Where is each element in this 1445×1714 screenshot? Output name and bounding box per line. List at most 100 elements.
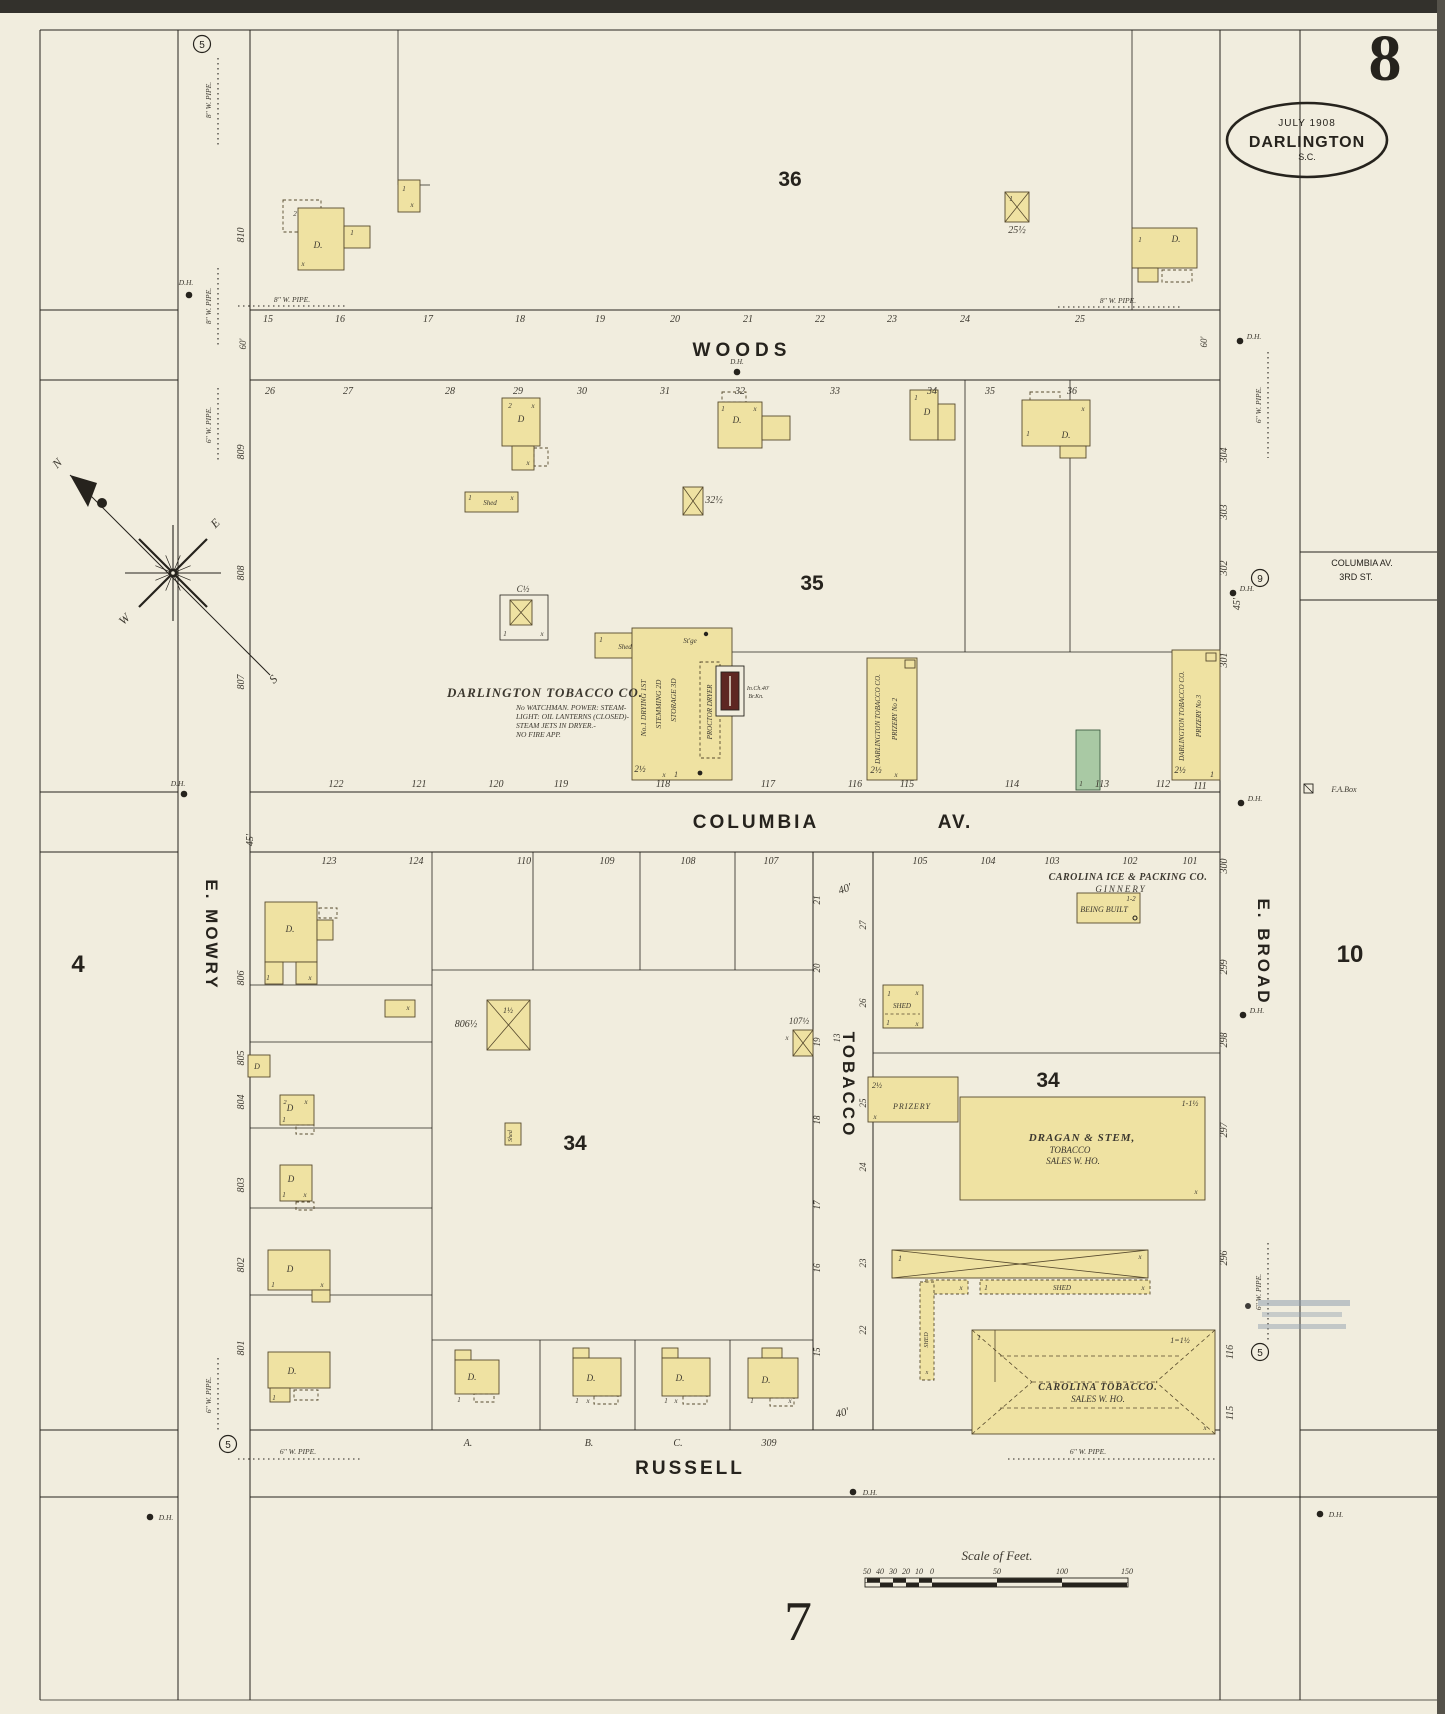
shed-label: Shed (483, 499, 497, 507)
shed (882, 984, 924, 1029)
dwelling (267, 1249, 331, 1291)
dwelling-wing (269, 1387, 291, 1403)
shingle-mark: x (872, 1113, 877, 1121)
house-number: 808 (236, 566, 247, 581)
house-number: 810 (236, 228, 247, 243)
dwelling-wing (454, 1349, 472, 1361)
story-mark: 2 (508, 402, 512, 410)
dryer-label: PROCTOR DRYER (706, 684, 714, 740)
prizery-no2 (866, 657, 918, 781)
shingle-mark: x (300, 260, 305, 268)
lot-number: 26 (858, 998, 868, 1008)
story-mark: 1 (1210, 770, 1214, 779)
shingle-mark: x (1140, 1284, 1145, 1292)
house-number: 120 (489, 779, 504, 790)
scale-tick-label: 50 (993, 1567, 1001, 1576)
porch-outline (318, 907, 338, 919)
business-name: PRIZERY No 3 (1195, 694, 1203, 738)
house-number: 122 (329, 779, 344, 790)
roof-hip-line (1155, 1329, 1216, 1383)
business-name: CAROLINA TOBACCO. (1038, 1382, 1158, 1393)
story-mark: 1 (350, 229, 354, 237)
dwelling (661, 1357, 711, 1397)
block-number-35: 35 (800, 572, 824, 595)
shed-label: SHED (924, 1332, 930, 1348)
chimney-dot (703, 631, 709, 637)
dwelling (1131, 227, 1198, 269)
shingle-mark: x (530, 402, 535, 410)
lot-number: 16 (812, 1263, 822, 1273)
story-mark: 1 (503, 630, 507, 638)
porch-outline (1161, 269, 1193, 283)
lot-number: 22 (815, 314, 825, 325)
stamp-smudge (1258, 1324, 1346, 1329)
story-mark: 1 (674, 770, 678, 779)
building-status: BEING BUILT (1080, 905, 1128, 914)
house-number: 117 (761, 779, 776, 790)
scale-tick-label: 150 (1121, 1567, 1133, 1576)
shingle-mark: x (409, 201, 414, 209)
shingle-mark: x (585, 1397, 590, 1405)
house-number: 114 (1005, 779, 1019, 790)
scale-tick-label: 10 (915, 1567, 923, 1576)
hydrant-label: D.H. (1249, 1006, 1265, 1015)
story-mark: 1 (272, 1394, 276, 1402)
block-number-7: 7 (784, 1591, 812, 1653)
shingle-mark: x (303, 1098, 308, 1106)
dwelling (747, 1357, 799, 1399)
story-mark: 1 (898, 1254, 902, 1263)
house-number: 115 (1225, 1406, 1236, 1420)
shingle-mark: x (925, 1370, 929, 1376)
house-number: 299 (1219, 960, 1230, 975)
business-name: PRIZERY No 2 (891, 697, 899, 741)
shed-label: SHED (893, 1002, 911, 1010)
dwelling (572, 1357, 622, 1397)
dwelling (501, 397, 541, 447)
hydrant-label: D.H. (729, 358, 744, 366)
lot-number: 23 (858, 1258, 868, 1268)
dwelling (454, 1359, 500, 1395)
fire-alarm-box-label: F.A.Box (1330, 785, 1357, 794)
chute-note: In.Ch.40' (746, 685, 770, 692)
shingle-mark: x (784, 1034, 789, 1042)
scale-tick-label: 20 (902, 1567, 910, 1576)
house-number: 121 (412, 779, 427, 790)
street-marker-circle (1250, 568, 1270, 588)
street-marker-circle (218, 1434, 238, 1454)
factory-floor-label: No.1 DRYING 1ST (639, 679, 648, 738)
stamp-date: JULY 1908 (1278, 118, 1336, 129)
story-mark: 1 (402, 185, 406, 193)
house-number: 115 (900, 779, 914, 790)
dwelling-mark: D. (1061, 430, 1071, 440)
story-mark: 1 (1009, 195, 1013, 203)
dwelling-mark: D (286, 1103, 294, 1113)
lot-outline (499, 594, 549, 641)
water-pipe-label: 6" W. PIPE. (204, 1377, 213, 1413)
dwelling-mark: D (923, 407, 931, 417)
street-label-3rd-st: 3RD ST. (1339, 572, 1373, 582)
crossed-warehouse (891, 1249, 1149, 1279)
scale-bar-cell (997, 1578, 1062, 1583)
lot-number: 20 (670, 314, 680, 325)
story-mark: 1 (282, 1116, 286, 1124)
porch-outline (295, 1124, 315, 1135)
story-mark: 1 (887, 990, 891, 998)
scale-bar-cell (893, 1578, 906, 1583)
dwelling-mark: D (286, 1264, 294, 1274)
house-number: 803 (236, 1178, 247, 1193)
street-label-russell: RUSSELL (635, 1458, 745, 1479)
lot-number: 35 (984, 386, 995, 397)
chute-note: Br.Kn. (748, 694, 763, 700)
dwelling (1021, 399, 1091, 447)
water-pipe-label: 6" W. PIPE. (280, 1447, 316, 1456)
business-note: No WATCHMAN. POWER: STEAM- (515, 703, 627, 712)
water-pipe-label: 8" W. PIPE. (1100, 296, 1136, 305)
dwelling-wing (1059, 445, 1087, 459)
dwelling-wing (295, 961, 318, 985)
house-number: 107½ (789, 1016, 810, 1026)
hydrant-label: D.H. (178, 278, 194, 287)
dwelling-wing (316, 919, 334, 941)
fire-alarm-box-icon (1303, 783, 1314, 794)
shingle-mark: x (914, 989, 919, 997)
house-number: 805 (236, 1051, 247, 1066)
